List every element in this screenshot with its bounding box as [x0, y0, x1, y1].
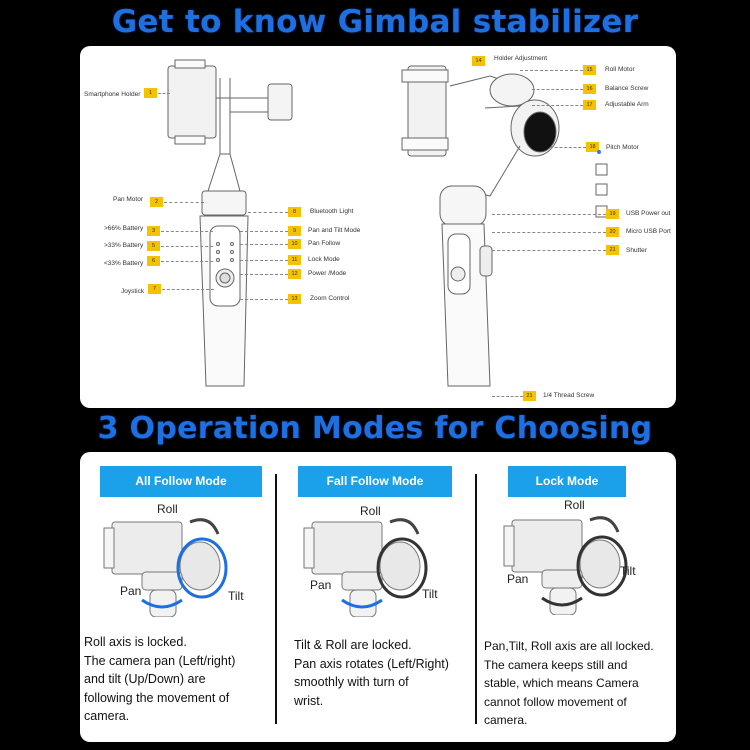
- leader-line: [248, 212, 288, 213]
- roll-label: Roll: [157, 502, 178, 516]
- part-label: >66% Battery: [104, 225, 144, 232]
- part-label: Power /Mode: [308, 270, 347, 277]
- leader-line: [532, 105, 583, 106]
- tilt-label: Tilt: [422, 587, 438, 601]
- part-label: Pan Motor: [113, 196, 143, 203]
- part-label: 1/4 Thread Screw: [543, 392, 595, 399]
- gimbal-line-drawing: [167, 59, 608, 387]
- part-label: Pan and Tilt Mode: [308, 227, 361, 234]
- part-label: Zoom Control: [310, 295, 350, 302]
- part-number-tag: 12: [288, 269, 301, 279]
- part-label: Holder Adjustment: [494, 55, 548, 62]
- leader-line: [161, 231, 213, 232]
- parts-diagram-panel: Smartphone Holder 1 Pan Motor 2 >66% Bat…: [80, 46, 676, 408]
- pan-label: Pan: [120, 584, 142, 598]
- leader-line: [240, 274, 288, 275]
- mode-title-all-follow: All Follow Mode: [100, 466, 262, 497]
- mode-description-all-follow: Roll axis is locked. The camera pan (Lef…: [84, 635, 236, 723]
- leader-line: [532, 89, 583, 90]
- leader-line: [492, 396, 523, 397]
- part-number-tag: 10: [288, 239, 301, 249]
- mode-illustration-fall-follow: [303, 518, 428, 617]
- part-label: Shutter: [626, 247, 647, 254]
- pointer-dot: [597, 150, 601, 154]
- leader-line: [164, 202, 204, 203]
- part-number-tag: 16: [583, 84, 596, 94]
- part-label: Balance Screw: [605, 85, 649, 92]
- title-operation-modes: 3 Operation Modes for Choosing: [97, 411, 653, 446]
- part-number-tag: 3: [147, 226, 160, 236]
- mode-illustration-all-follow: [103, 518, 228, 617]
- title-get-to-know: Get to know Gimbal stabilizer: [111, 4, 639, 40]
- part-number-tag: 11: [288, 255, 301, 265]
- mode-title-lock: Lock Mode: [508, 466, 626, 497]
- part-label: Pitch Motor: [606, 144, 639, 151]
- part-number-tag: 5: [147, 241, 160, 251]
- part-label: USB Power out: [626, 210, 671, 217]
- leader-line: [158, 93, 170, 94]
- part-label: Joystick: [121, 288, 145, 295]
- part-number-tag: 18: [586, 142, 599, 152]
- roll-label: Roll: [360, 504, 381, 518]
- part-label: <33% Battery: [104, 260, 144, 267]
- tilt-label: Tilt: [228, 589, 244, 603]
- mode-description-lock: Pan,Tilt, Roll axis are all locked. The …: [484, 639, 654, 727]
- leader-line: [161, 246, 213, 247]
- part-number-tag: 21: [606, 245, 619, 255]
- part-label: Micro USB Port: [626, 228, 671, 235]
- mode-description-fall-follow: Tilt & Roll are locked. Pan axis rotates…: [294, 638, 449, 708]
- part-number-tag: 6: [147, 256, 160, 266]
- roll-label: Roll: [564, 498, 585, 512]
- part-number-tag: 17: [583, 100, 596, 110]
- part-number-tag: 20: [606, 227, 619, 237]
- leader-line: [162, 289, 214, 290]
- leader-line: [240, 299, 288, 300]
- part-number-tag: 2: [150, 197, 163, 207]
- operation-modes-panel: All Follow Mode Roll Pan Tilt Roll axis …: [80, 452, 676, 742]
- part-label: Adjustable Arm: [605, 101, 649, 108]
- mode-divider: [275, 474, 277, 724]
- part-number-tag: 21: [523, 391, 536, 401]
- leader-line: [492, 250, 606, 251]
- leader-line: [240, 244, 288, 245]
- pan-label: Pan: [507, 572, 529, 586]
- part-number-tag: 15: [583, 65, 596, 75]
- part-number-tag: 19: [606, 209, 619, 219]
- part-number-tag: 8: [288, 207, 301, 217]
- part-label: Bluetooth Light: [310, 208, 354, 215]
- leader-line: [240, 231, 288, 232]
- part-number-tag: 13: [288, 294, 301, 304]
- pan-label: Pan: [310, 578, 332, 592]
- part-label: Roll Motor: [605, 66, 635, 73]
- part-number-tag: 1: [144, 88, 157, 98]
- mode-divider: [475, 474, 477, 724]
- leader-line: [161, 261, 213, 262]
- leader-line: [240, 260, 288, 261]
- part-label: Pan Follow: [308, 240, 341, 247]
- leader-line: [520, 70, 583, 71]
- part-label: Smartphone Holder: [84, 91, 141, 98]
- part-number-tag: 9: [288, 226, 301, 236]
- part-label: >33% Battery: [104, 242, 144, 249]
- leader-line: [492, 232, 606, 233]
- tilt-label: Tilt: [620, 564, 636, 578]
- mode-illustration-lock: [503, 516, 628, 615]
- part-number-tag: 7: [148, 284, 161, 294]
- mode-title-fall-follow: Fall Follow Mode: [298, 466, 452, 497]
- part-number-tag: 14: [472, 56, 485, 66]
- part-label: Lock Mode: [308, 256, 340, 263]
- leader-line: [492, 214, 606, 215]
- leader-line: [550, 147, 586, 148]
